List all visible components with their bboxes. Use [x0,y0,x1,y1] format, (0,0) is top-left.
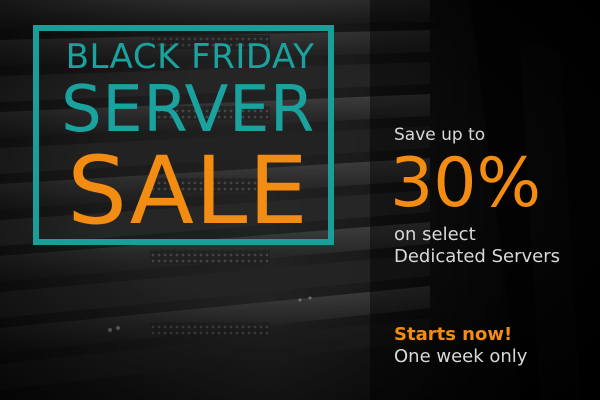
offer-detail-line1: on select [394,224,476,245]
headline-server: SERVER [61,73,315,147]
offer-detail-line2: Dedicated Servers [394,246,560,267]
discount-percent: 30% [390,144,542,223]
starts-now-label: Starts now! [394,324,513,345]
duration-label: One week only [394,346,528,367]
headline-frame [33,25,334,245]
offer-intro: Save up to [394,125,486,145]
headline-black-friday: BLACK FRIDAY [65,37,315,77]
headline-sale: SALE [67,137,309,246]
